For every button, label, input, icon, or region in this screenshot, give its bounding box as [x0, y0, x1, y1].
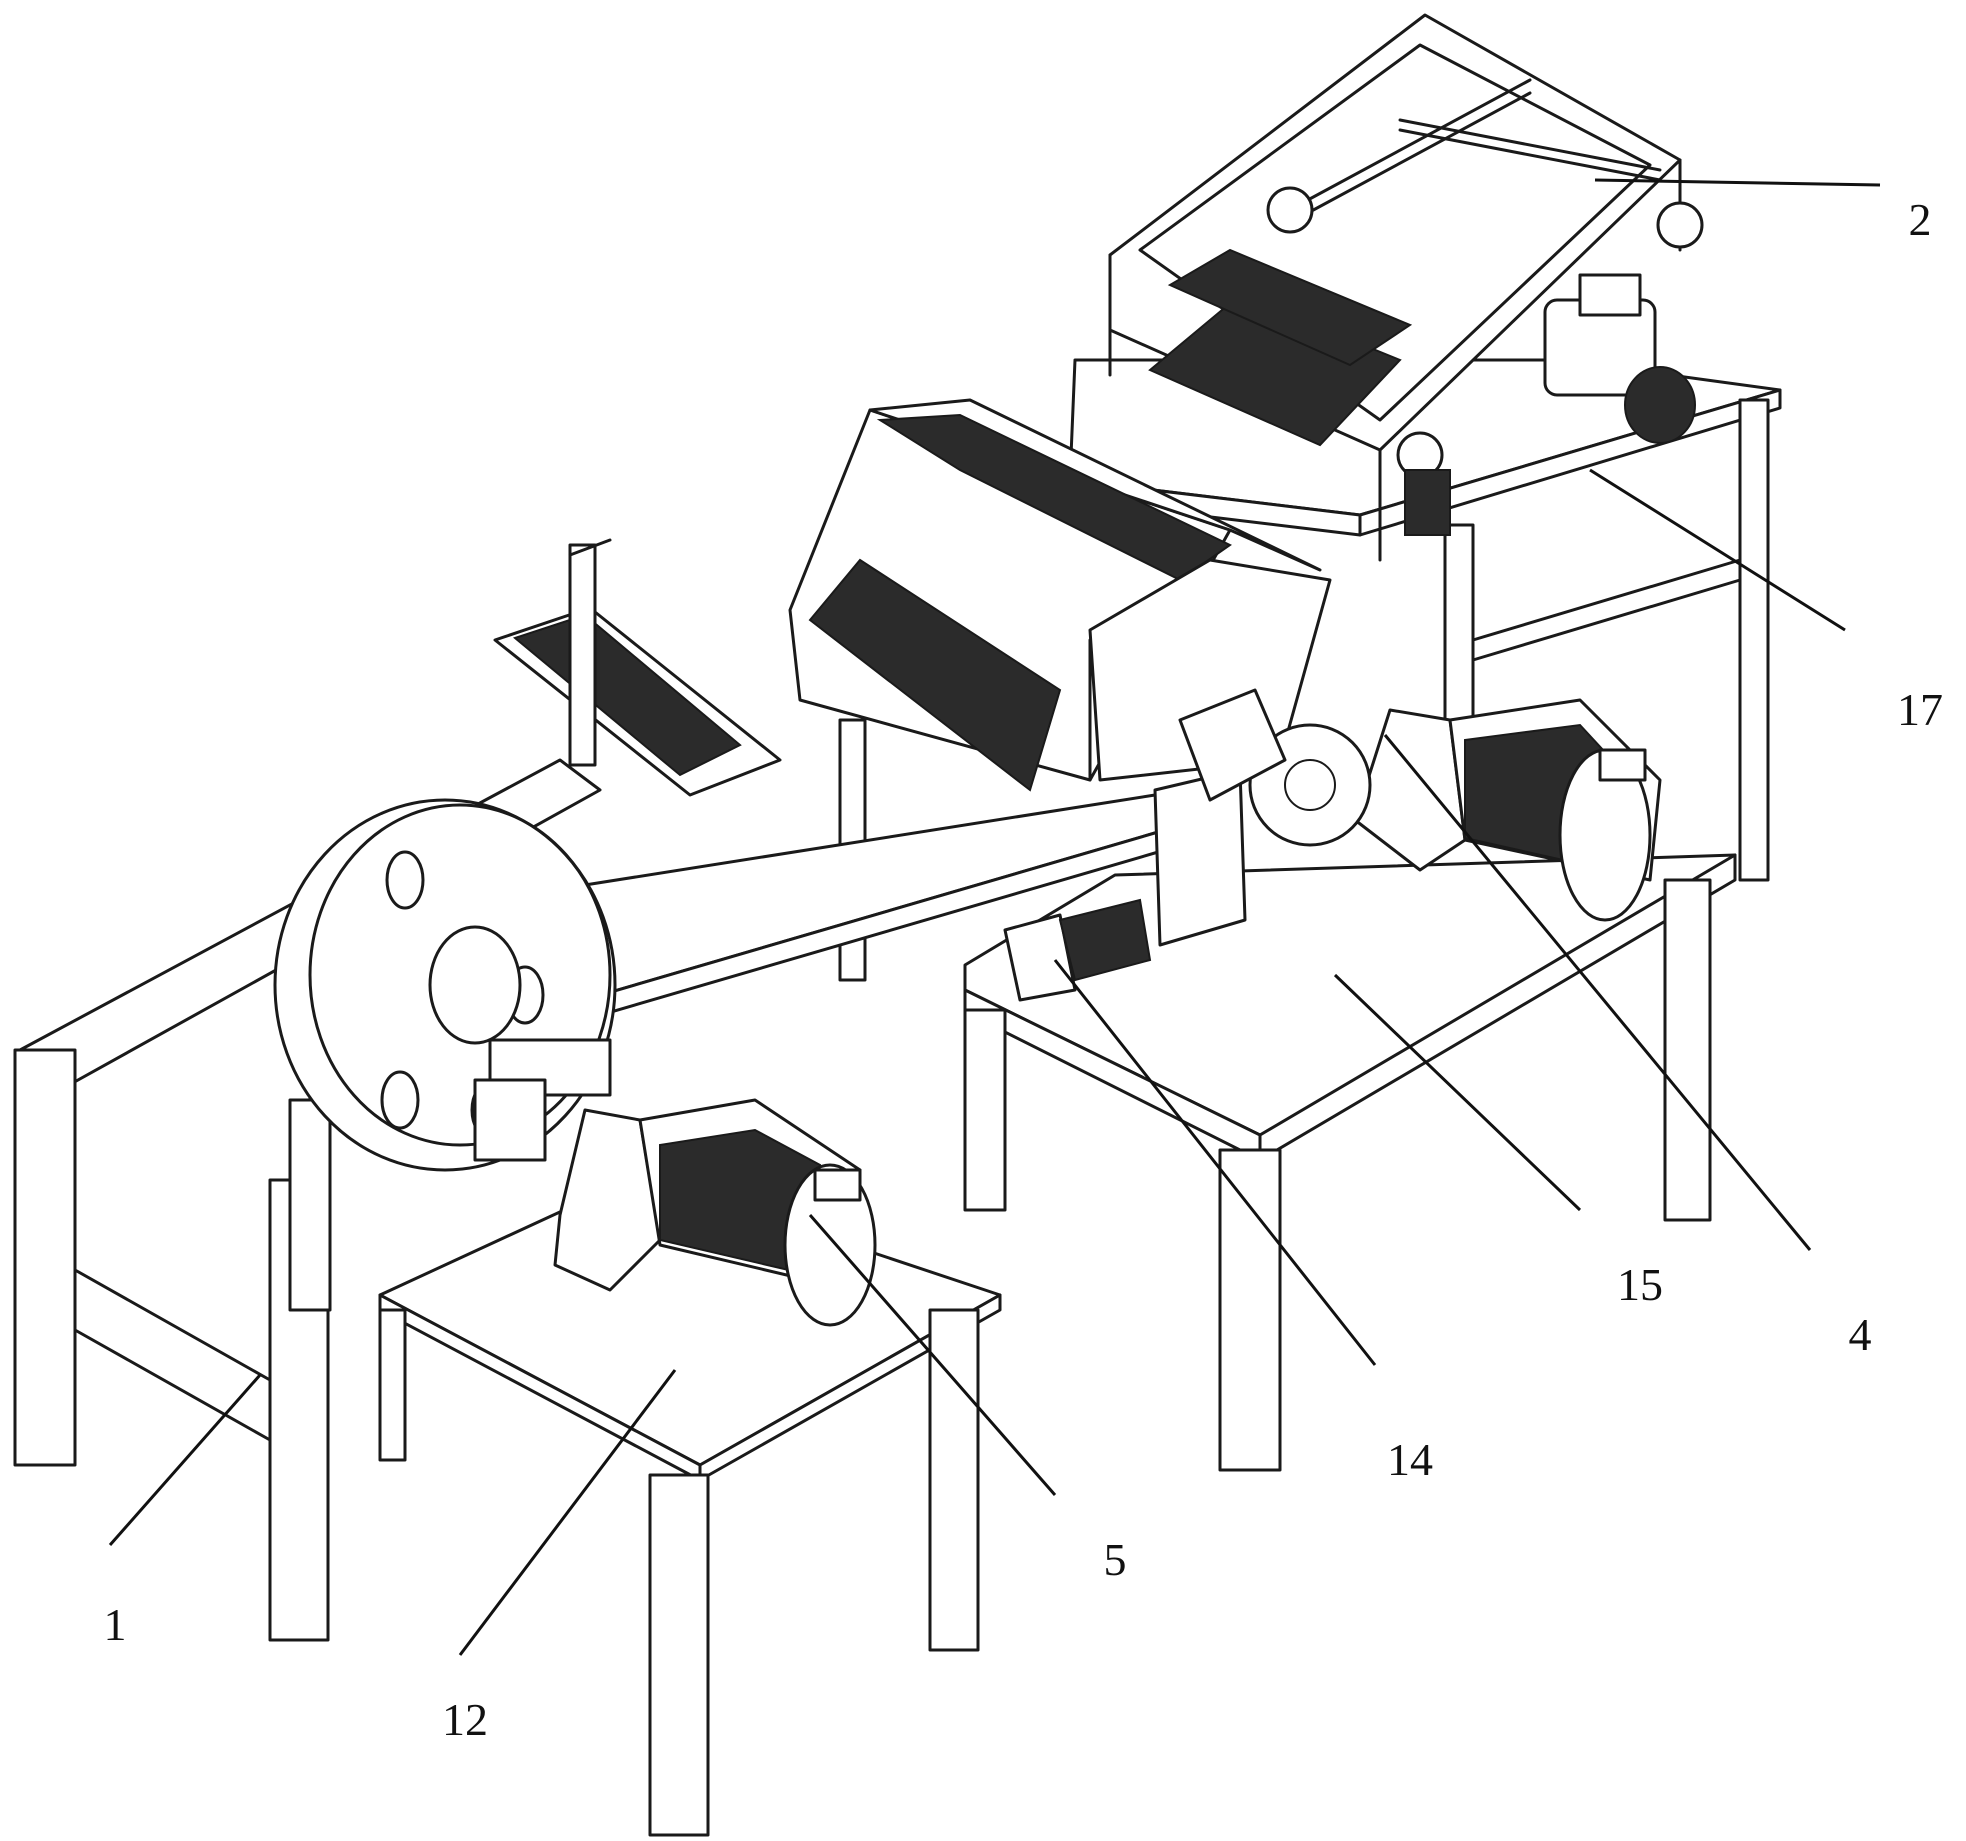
spring [1404, 469, 1451, 536]
left-frame-1 [13, 1048, 332, 1642]
leader-17 [1589, 468, 1846, 632]
saw-blade [1153, 688, 1372, 947]
motor-4 [1353, 698, 1662, 922]
callout-12: 12 [442, 1694, 488, 1745]
callout-5: 5 [1104, 1534, 1127, 1585]
leader-1 [108, 1374, 262, 1546]
leader-lines [108, 178, 1881, 1656]
callout-15: 15 [1617, 1259, 1663, 1310]
callout-2: 2 [1909, 194, 1932, 245]
inclined-feeder-2 [1108, 13, 1704, 562]
callout-17: 17 [1897, 684, 1943, 735]
feeder-motor [1543, 273, 1696, 444]
clamp-unit-14 [1003, 898, 1152, 1002]
leader-14 [1053, 959, 1377, 1366]
feeder-slats [1148, 248, 1413, 447]
callout-1: 1 [104, 1599, 127, 1650]
callout-labels: 2 17 4 15 14 5 12 1 [104, 194, 1944, 1745]
leader-15 [1333, 973, 1582, 1212]
leader-2 [1594, 178, 1881, 187]
motor-5 [553, 1098, 877, 1327]
leader-4 [1383, 734, 1812, 1251]
callout-4: 4 [1849, 1309, 1872, 1360]
cutting-housing [788, 398, 1332, 792]
leader-5 [808, 1214, 1057, 1496]
flywheel [273, 798, 617, 1172]
leader-12 [458, 1369, 677, 1656]
callout-14: 14 [1387, 1434, 1433, 1485]
